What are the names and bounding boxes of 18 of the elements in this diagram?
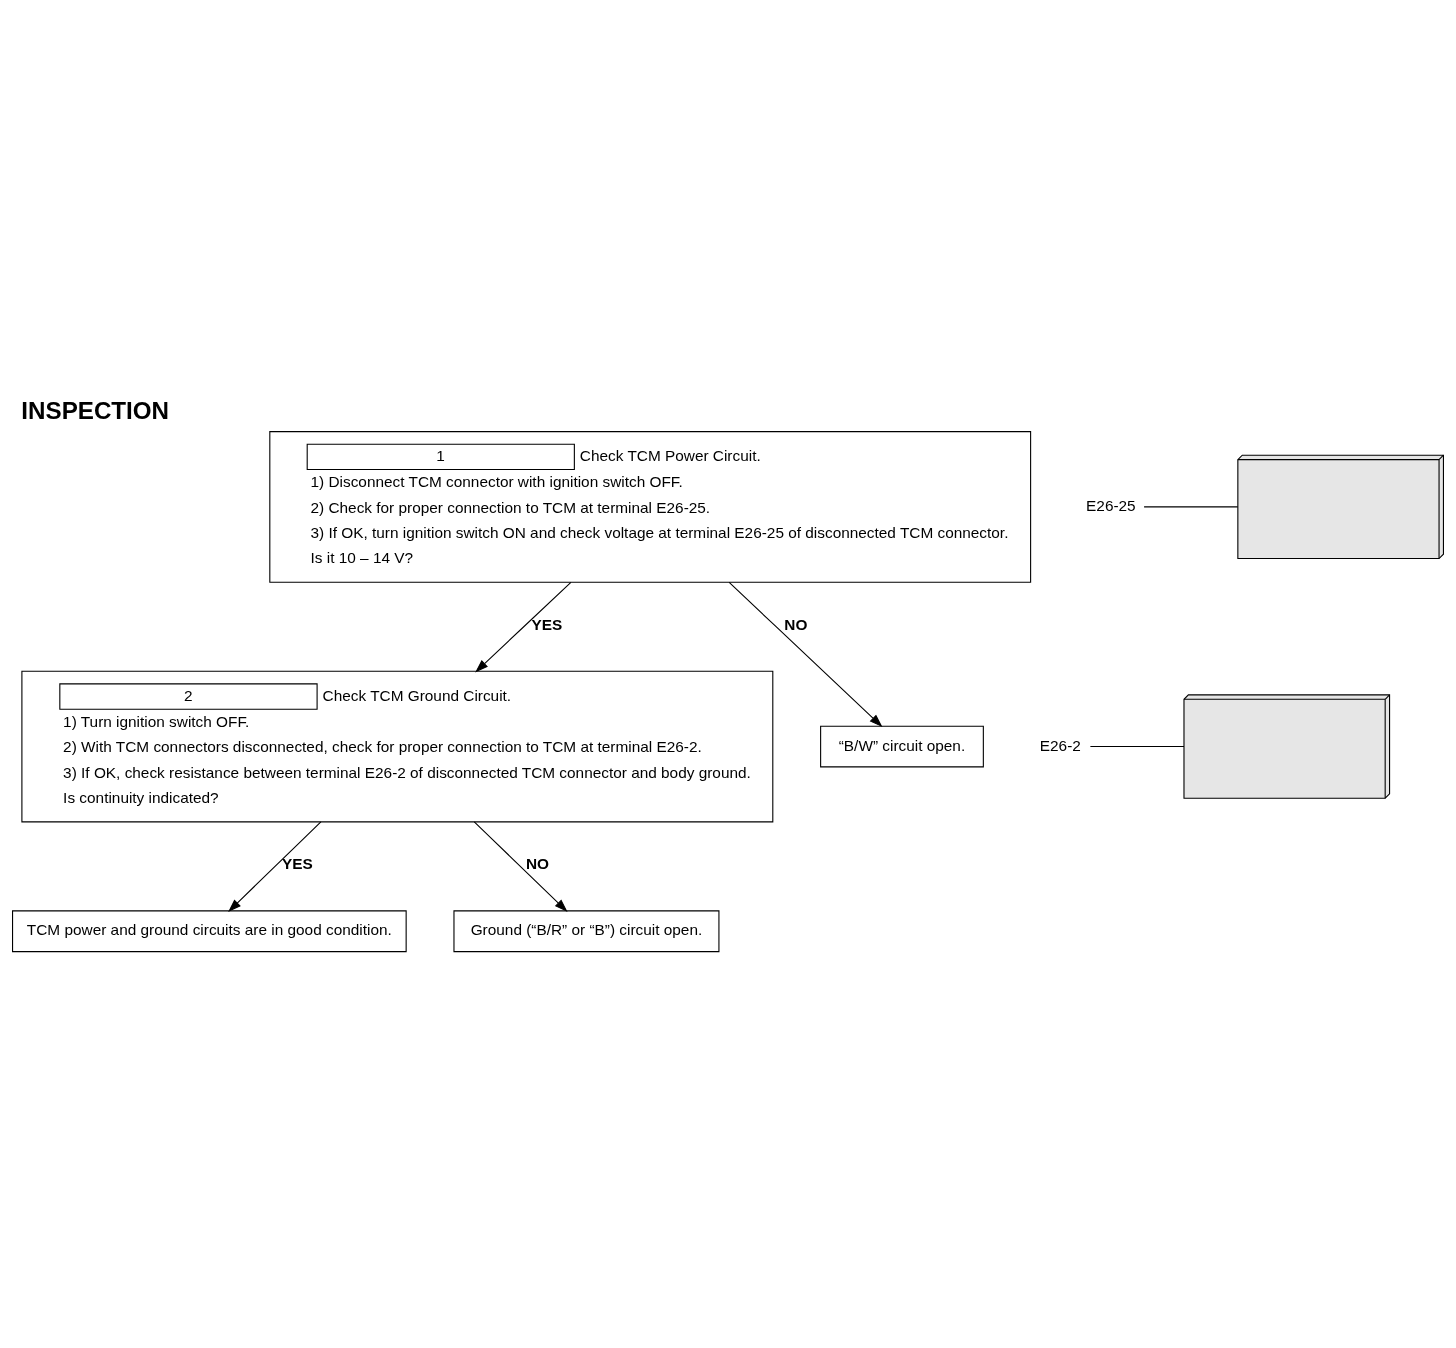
connector: [1089, 746, 1185, 748]
edge-label: NO: [784, 615, 808, 633]
node-box: TCM power and ground circuits are in good condition.: [12, 910, 407, 953]
node-box: “B/W” circuit open.: [820, 725, 984, 768]
node-box: 1 Check TCM Power Circuit. 1) Disconnect TCM connector with ignition switch OFF. 2) Check for proper connection to TCM at terminal E26-25. 3) If OK, turn ignition switch ON and check voltage at terminal E26-25 of disconnected TCM connector. Is it 10 – 14 V?: [269, 431, 1032, 583]
diagram-title: INSPECTION: [21, 397, 170, 425]
arrow: [228, 821, 322, 912]
edge-label: YES: [531, 615, 563, 633]
node-text: E26-25: [1086, 496, 1136, 514]
connector: [1143, 506, 1239, 508]
arrow: [473, 821, 568, 912]
edge-label: NO: [525, 855, 550, 873]
edge-label: YES: [281, 855, 313, 873]
arrow: [475, 581, 572, 673]
node-text: E26-2: [1039, 736, 1081, 754]
node-box: 2 Check TCM Ground Circuit. 1) Turn ignition switch OFF. 2) With TCM connectors disconnected, check for proper connection to TCM at terminal E26-2. 3) If OK, check resistance between terminal E26-2 of disconnected TCM connector and body ground. Is continuity indicated?: [21, 670, 774, 823]
node-box: Ground (“B/R” or “B”) circuit open.: [453, 910, 720, 953]
arrow: [728, 581, 883, 728]
